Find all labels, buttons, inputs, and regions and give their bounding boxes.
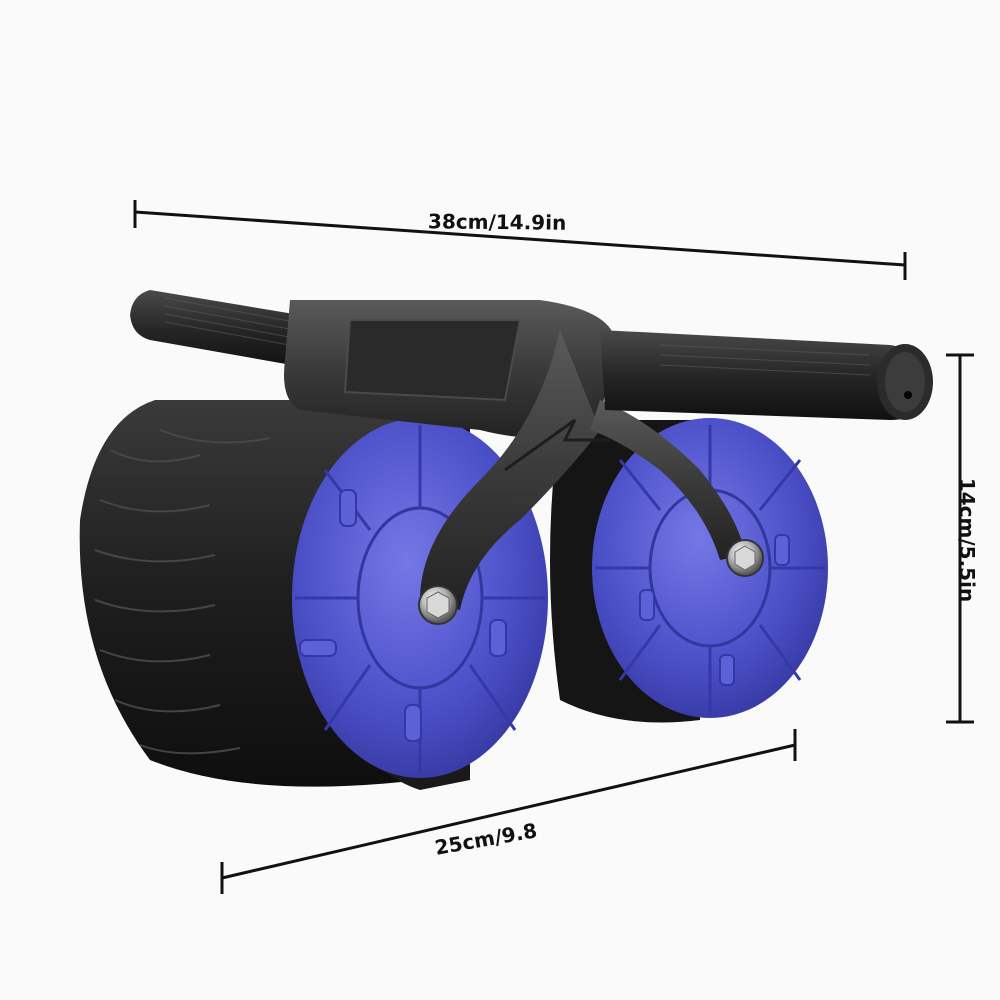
frame-arms [420, 330, 745, 610]
width-line [134, 210, 906, 267]
height-dimension-label: 14cm/5.5in [955, 477, 980, 603]
right-handle-grip [600, 330, 933, 420]
dimension-lines [133, 200, 974, 894]
depth-line [221, 743, 796, 880]
right-wheel-face [592, 418, 828, 718]
width-dimension-label: 38cm/14.9in [427, 209, 567, 235]
left-handle-grip [130, 290, 330, 370]
bolt-right [726, 539, 764, 577]
frame-housing [284, 300, 615, 438]
bolt-left [418, 585, 458, 625]
